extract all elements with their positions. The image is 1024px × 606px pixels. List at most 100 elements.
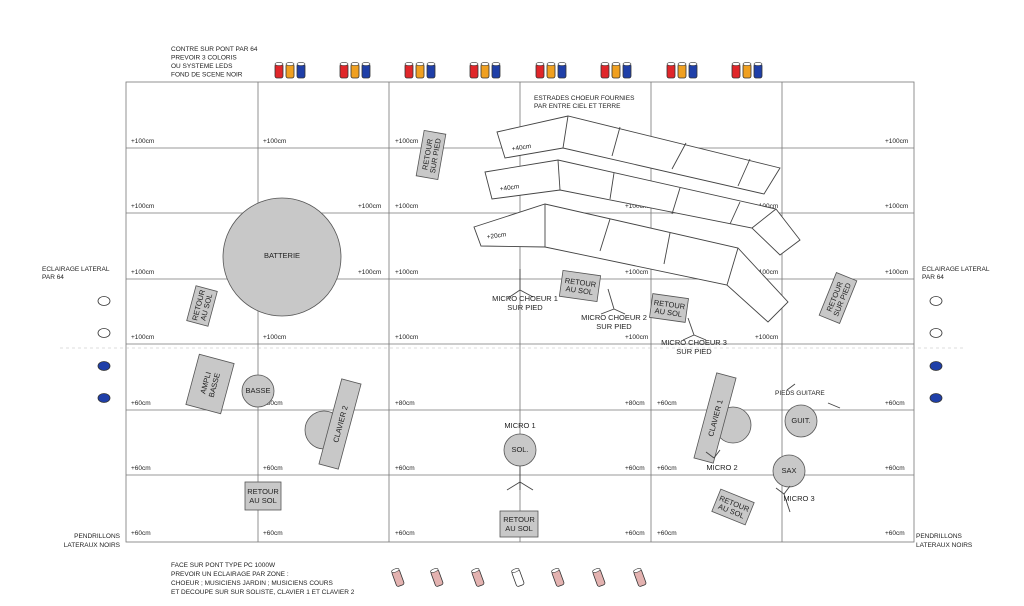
height-label: +100cm [131,203,154,210]
risers-title-2: PAR ENTRE CIEL ET TERRE [534,103,621,110]
bass-amp: AMPLI BASSE [185,353,235,415]
height-label: +100cm [395,138,418,145]
monitor-stand-2: RETOUR SUR PIED [818,272,858,324]
pc-light-lens [633,568,642,573]
side-lights [97,296,943,403]
par-can-red [666,63,676,79]
mic-choir-3-sub: SUR PIED [676,347,712,356]
top-note-3: OU SYSTEME LEDS [171,63,233,70]
height-label: +80cm [625,400,645,407]
side-light-right-label-1: ECLAIRAGE LATERAL [922,266,990,273]
par-can-amber [677,63,687,79]
par-can-amber-lens [677,62,687,66]
top-note-4: FOND DE SCENE NOIR [171,72,243,79]
curtains-left-label-1: PENDRILLONS [74,533,121,540]
front-light [592,568,606,587]
par-can-red [535,63,545,79]
height-label: +60cm [263,530,283,537]
height-label: +100cm [263,138,286,145]
par-can-amber-lens [285,62,295,66]
height-label: +60cm [625,530,645,537]
guitar [784,404,818,438]
side-light-left-label-2: PAR 64 [42,274,64,281]
height-labels: +100cm +100cm +100cm +100cm +100cm +100c… [131,138,908,537]
front-light [391,568,405,587]
par-can-red-lens [666,62,676,66]
par-can-amber [480,63,490,79]
mic-choir-2-label: MICRO CHOEUR 2 [581,313,647,322]
mic-1-label: MICRO 1 [504,421,535,430]
par-can-amber [742,63,752,79]
par-can-blue-lens [296,62,306,66]
par-can-red-lens [469,62,479,66]
par-can-amber-lens [415,62,425,66]
par-can-red-lens [274,62,284,66]
par-can-amber [350,63,360,79]
top-note-2: PREVOIR 3 COLORIS [171,55,237,62]
par-can-blue-lens [557,62,567,66]
par-can-blue [557,63,567,79]
height-label: +100cm [755,269,778,276]
par-can-amber-lens [742,62,752,66]
pc-light-lens [551,568,560,573]
guitar-stands-label: PIEDS GUITARE [775,390,825,397]
height-label: +60cm [885,400,905,407]
height-label: +60cm [131,400,151,407]
monitor-floor-6: RETOUR AU SOL [711,488,755,526]
back-lights [274,62,763,79]
curtains-right-label-2: LATERAUX NOIRS [916,542,973,549]
par-can-blue [622,63,632,79]
front-lights [391,568,647,587]
side-light-left [97,393,111,403]
curtains-right-label-1: PENDRILLONS [916,533,963,540]
bottom-note-3: CHOEUR ; MUSICIENS JARDIN ; MUSICIENS CO… [171,580,333,587]
pc-light-lens [592,568,601,573]
par-can-red [404,63,414,79]
mic-choir-2-sub: SUR PIED [596,322,632,331]
par-can-blue-lens [491,62,501,66]
height-label: +100cm [885,269,908,276]
side-light-left [97,328,111,338]
height-label: +100cm [131,269,154,276]
height-label: +100cm [395,203,418,210]
par-can-amber [285,63,295,79]
bass-label: BASSE [245,386,270,395]
par-can-blue [491,63,501,79]
keyboard-2: CLAVIER 2 [318,378,362,470]
front-light [471,568,485,587]
side-light-right [929,393,943,403]
mic-3-label: MICRO 3 [783,494,814,503]
svg-text:AU SOL: AU SOL [249,496,277,505]
height-label: +100cm [395,334,418,341]
par-can-red-lens [535,62,545,66]
height-label: +100cm [395,269,418,276]
height-label: +60cm [657,530,677,537]
keyboard-1: CLAVIER 1 [693,372,737,464]
height-label: +60cm [395,530,415,537]
height-label: +100cm [625,269,648,276]
par-can-blue-lens [361,62,371,66]
monitor-floor-5: RETOUR AU SOL [499,510,539,538]
par-can-amber-lens [611,62,621,66]
side-light-right-label-2: PAR 64 [922,274,944,281]
side-light-right [929,296,943,306]
par-can-red [274,63,284,79]
mic-2-label: MICRO 2 [706,463,737,472]
par-can-blue [688,63,698,79]
bottom-note-4: ET DECOUPE SUR SUR SOLISTE, CLAVIER 1 ET… [171,589,355,596]
sax-label: SAX [781,466,796,475]
par-can-amber [546,63,556,79]
top-note-1: CONTRE SUR PONT PAR 64 [171,46,258,53]
par-can-amber-lens [350,62,360,66]
soloist-label: SOL. [511,445,528,454]
pc-light-lens [471,568,480,573]
monitor-stand-1: RETOUR SUR PIED [415,129,447,181]
height-label: +80cm [263,400,283,407]
height-label: +60cm [657,400,677,407]
par-can-red-lens [404,62,414,66]
height-label: +60cm [395,465,415,472]
height-label: +60cm [657,465,677,472]
curtains-left-label-2: LATERAUX NOIRS [64,542,121,549]
riser-middle [484,159,801,256]
